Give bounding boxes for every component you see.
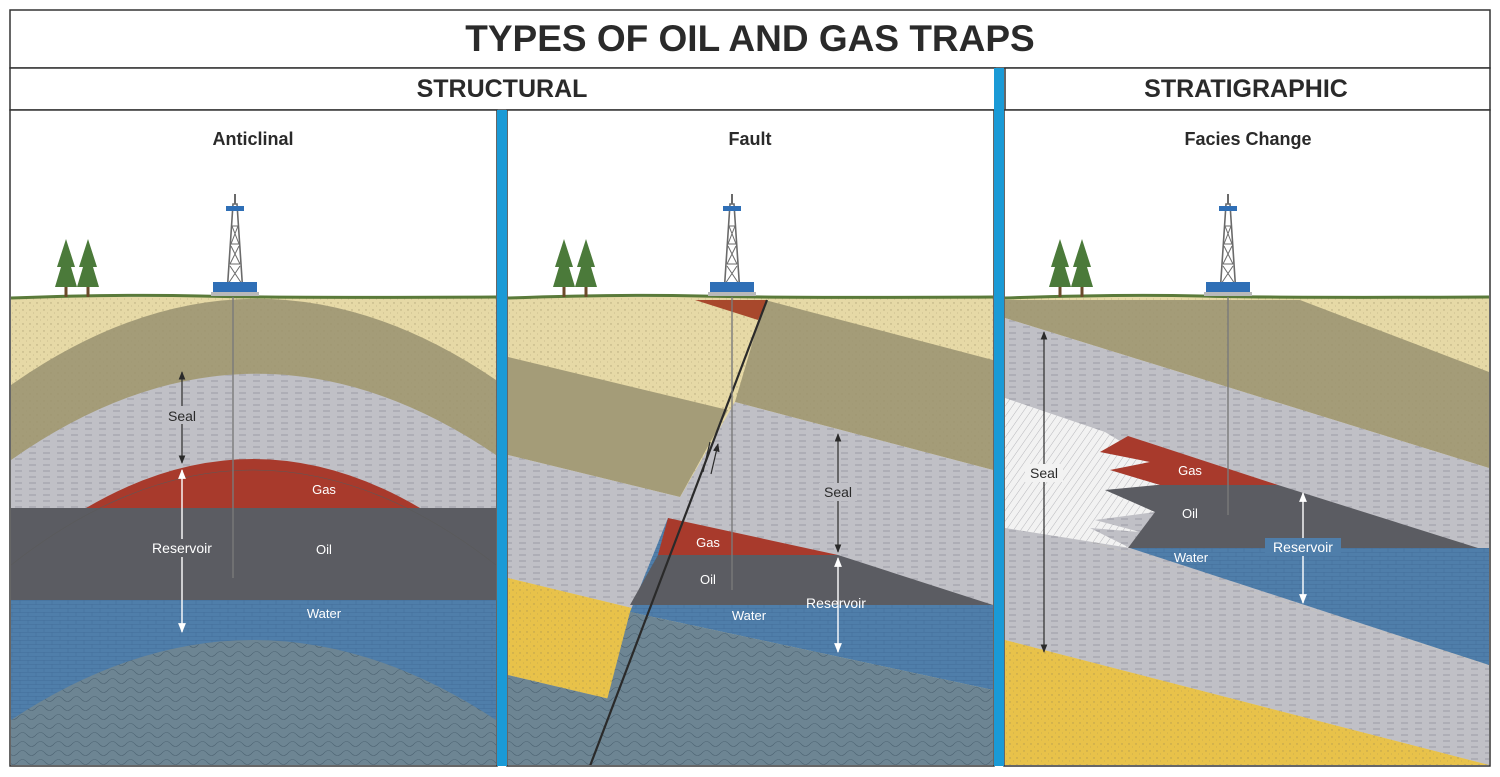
panel-heading-facies-change: Facies Change [1184,129,1311,149]
fault-line [589,299,769,765]
panel-fault [508,297,993,765]
label-seal: Seal [168,408,196,424]
panel-heading-fault: Fault [729,129,772,149]
label-oil: Oil [316,542,332,557]
label-seal: Seal [1030,465,1058,481]
main-title: TYPES OF OIL AND GAS TRAPS [465,18,1034,59]
label-water: Water [1174,550,1209,565]
panel-heading-anticlinal: Anticlinal [212,129,293,149]
label-seal: Seal [824,484,852,500]
label-gas: Gas [1178,463,1202,478]
panel-separator [497,110,507,766]
panel-anticlinal [11,297,496,765]
label-gas: Gas [312,482,336,497]
label-water: Water [732,608,767,623]
group-separator [994,68,1004,766]
label-gas: Gas [696,535,720,550]
label-reservoir: Reservoir [152,540,212,556]
label-oil: Oil [1182,506,1198,521]
label-reservoir: Reservoir [806,595,866,611]
group-stratigraphic: STRATIGRAPHIC [1144,75,1348,103]
group-structural: STRUCTURAL [417,75,588,103]
label-oil: Oil [700,572,716,587]
label-water: Water [307,606,342,621]
panel-facies-change [1005,297,1489,765]
label-reservoir: Reservoir [1273,539,1333,555]
